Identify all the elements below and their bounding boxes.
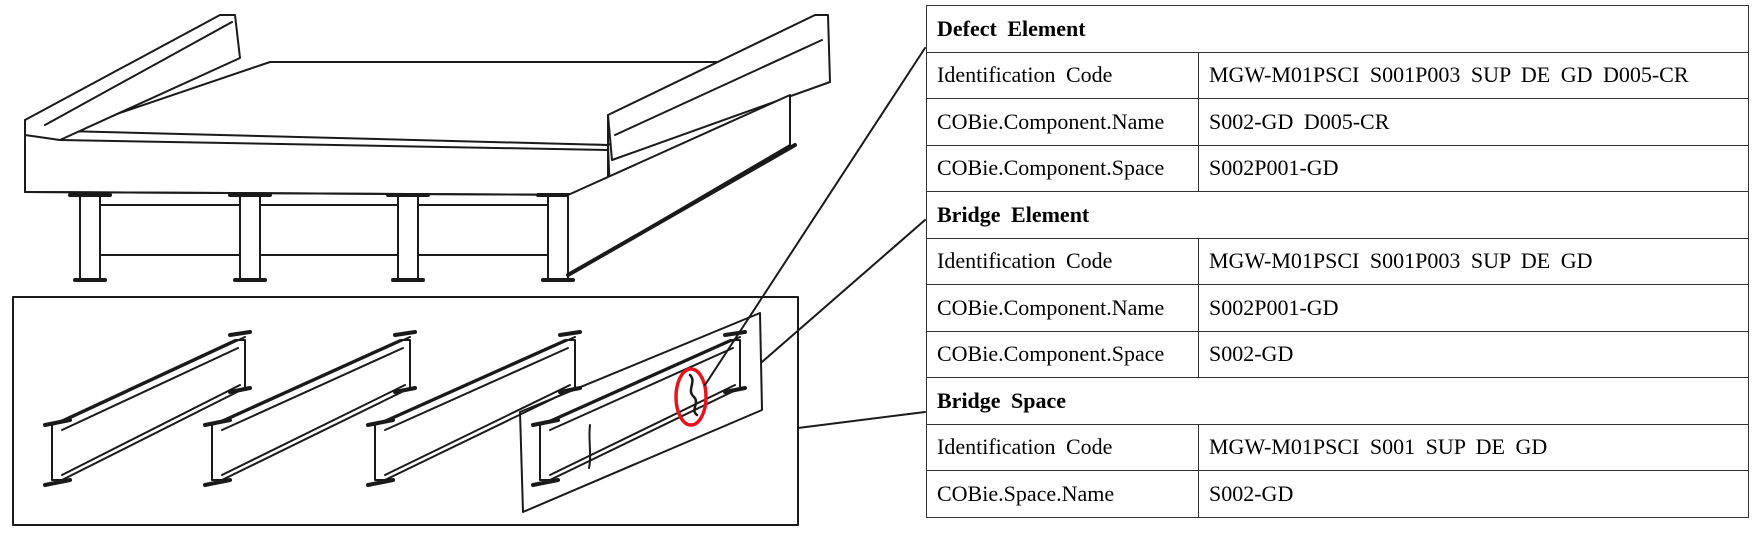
defect-highlight [674,367,708,427]
table-row: COBie.Component.Space S002P001-GD [926,144,1750,192]
bridge-space-title: Bridge Space [925,377,1750,425]
row-value: S002-GD [1197,470,1750,518]
bridge-element-leader [761,219,926,363]
section-header-row: Bridge Element [925,191,1750,239]
row-label: Identification Code [926,237,1199,285]
row-value: MGW-M01PSCI S001P003 SUP DE GD [1197,237,1750,285]
row-value: S002-GD D005-CR [1197,98,1750,146]
defect-element-title: Defect Element [925,5,1750,53]
defect-element-leader [704,47,926,386]
crack-defect-mark [688,373,699,417]
row-label: COBie.Component.Space [926,330,1199,378]
row-label: Identification Code [926,423,1199,471]
row-label: COBie.Component.Name [926,284,1199,332]
row-value: S002P001-GD [1197,144,1750,192]
table-row: COBie.Component.Space S002-GD [926,330,1750,378]
row-value: MGW-M01PSCI S001P003 SUP DE GD D005-CR [1197,51,1750,99]
bridge-deck-drawing [24,14,831,282]
table-row: COBie.Space.Name S002-GD [926,470,1750,518]
row-label: COBie.Component.Name [926,98,1199,146]
element-identification-table: Defect Element Identification Code MGW-M… [925,5,1750,518]
row-value: S002P001-GD [1197,284,1750,332]
section-header-row: Defect Element [925,5,1750,53]
row-label: COBie.Component.Space [926,144,1199,192]
bridge-element-title: Bridge Element [925,191,1750,239]
table-row: Identification Code MGW-M01PSCI S001P003… [926,237,1750,285]
row-value: MGW-M01PSCI S001 SUP DE GD [1197,423,1750,471]
table-row: Identification Code MGW-M01PSCI S001 SUP… [926,423,1750,471]
table-row: COBie.Component.Name S002P001-GD [926,284,1750,332]
section-header-row: Bridge Space [925,377,1750,425]
bridge-element-highlight [519,312,763,513]
row-label: Identification Code [926,51,1199,99]
table-row: Identification Code MGW-M01PSCI S001P003… [926,51,1750,99]
steel-girders-drawing [43,330,747,487]
table-row: COBie.Component.Name S002-GD D005-CR [926,98,1750,146]
row-label: COBie.Space.Name [926,470,1199,518]
girder-group-frame [12,296,799,526]
bridge-space-leader [797,411,926,429]
row-value: S002-GD [1197,330,1750,378]
